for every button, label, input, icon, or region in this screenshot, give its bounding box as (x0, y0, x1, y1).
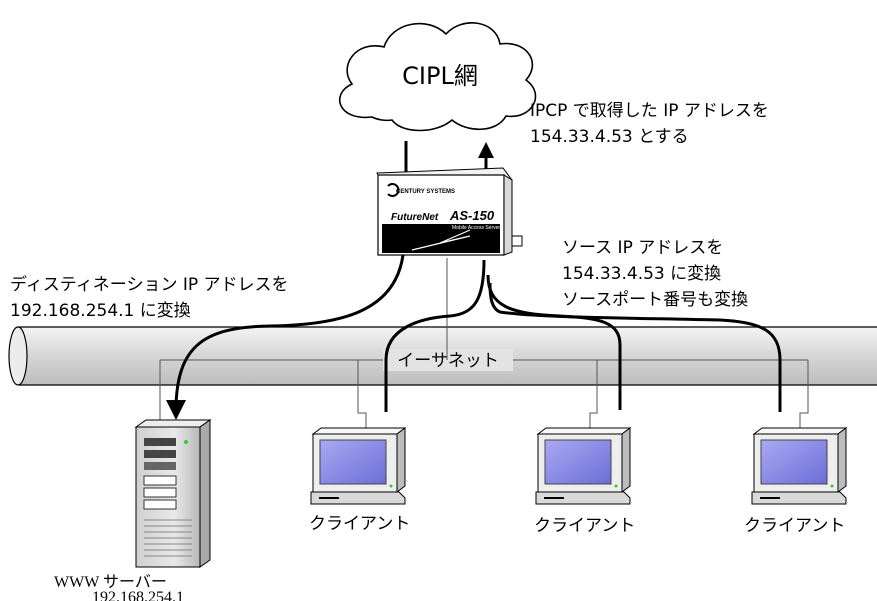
client-label: クライアント (309, 514, 410, 534)
flow-lines (174, 141, 782, 412)
server-drive-bay-4 (143, 475, 177, 486)
src-note-line1: ソース IP アドレスを (562, 238, 723, 258)
server-drive-bay-2 (144, 450, 176, 458)
cloud-shape (338, 22, 537, 132)
monitor-side (396, 427, 406, 493)
monitor-side (837, 427, 847, 493)
router-product-sub: Mobile Access Server (452, 225, 500, 231)
server-power-led (184, 440, 188, 444)
monitor-led (614, 484, 618, 488)
server-drive-bay-5 (143, 487, 177, 498)
dst-note-line1: ディスティネーション IP アドレスを (10, 274, 289, 295)
client1-flow (384, 259, 486, 412)
server-top (134, 419, 212, 428)
client-label: クライアント (534, 516, 635, 536)
server-ip: 192.168.254.1 (92, 589, 184, 601)
monitor-base (751, 491, 847, 505)
monitor-led (830, 484, 834, 488)
client3-drop (799, 360, 809, 430)
cloud: CIPL網 (338, 22, 537, 132)
ethernet-pipe: イーサネット (8, 326, 877, 386)
monitor-led (389, 484, 393, 488)
src-note-line3: ソースポート番号も変換 (562, 290, 748, 310)
downlink-arrowhead (478, 142, 494, 158)
router: CENTURY SYSTEMS FutureNet AS-150 Mobile … (376, 167, 523, 256)
server-vents-icon (144, 519, 192, 557)
monitor-base (310, 491, 406, 505)
router-side (503, 174, 513, 256)
ipcp-note-line2: 154.33.4.53 とする (530, 127, 689, 147)
client-1: クライアント (309, 427, 410, 534)
client3-flow (488, 282, 782, 412)
monitor-top (311, 427, 407, 435)
pipe-end-cap (8, 326, 28, 386)
router-brand: CENTURY SYSTEMS (396, 189, 455, 195)
src-note-line2: 154.33.4.53 に変換 (562, 264, 721, 284)
client-2: クライアント (534, 427, 635, 536)
ethernet-label-bg (383, 349, 513, 371)
server-label: WWW サーバー (54, 574, 167, 591)
monitor-top (536, 427, 632, 435)
monitor-top (752, 427, 848, 435)
server-drive-bay-6 (143, 499, 177, 510)
monitor-screen (760, 439, 828, 485)
router-bolt-icon (411, 229, 471, 251)
monitor-screen (319, 439, 387, 485)
drop-lines (159, 258, 809, 430)
server-drive-bay-1 (144, 438, 176, 446)
router-product-model: AS-150 (449, 208, 495, 223)
client2-drop (589, 360, 598, 430)
www-server: WWW サーバー 192.168.254.1 (54, 419, 212, 601)
annotations: IPCP で取得した IP アドレスを 154.33.4.53 とする ソース … (10, 101, 769, 321)
century-logo-icon (387, 183, 400, 197)
client1-drop (357, 360, 367, 430)
monitor-screen (544, 439, 612, 485)
router-connector (511, 235, 523, 247)
ipcp-note-line1: IPCP で取得した IP アドレスを (530, 101, 769, 121)
ethernet-label: イーサネット (397, 351, 499, 371)
client-3: クライアント (744, 427, 848, 536)
server-drive-bay-3 (144, 462, 176, 470)
server-side (199, 419, 211, 568)
dst-note-line2: 192.168.254.1 に変換 (10, 301, 191, 321)
to-server-flow (174, 254, 405, 406)
router-product-prefix: FutureNet (391, 212, 439, 223)
server-arrowhead (166, 400, 186, 420)
client-label: クライアント (744, 516, 845, 536)
router-panel (382, 224, 500, 253)
cloud-label: CIPL網 (402, 62, 478, 90)
monitor-side (621, 427, 631, 493)
monitor-base (535, 491, 631, 505)
